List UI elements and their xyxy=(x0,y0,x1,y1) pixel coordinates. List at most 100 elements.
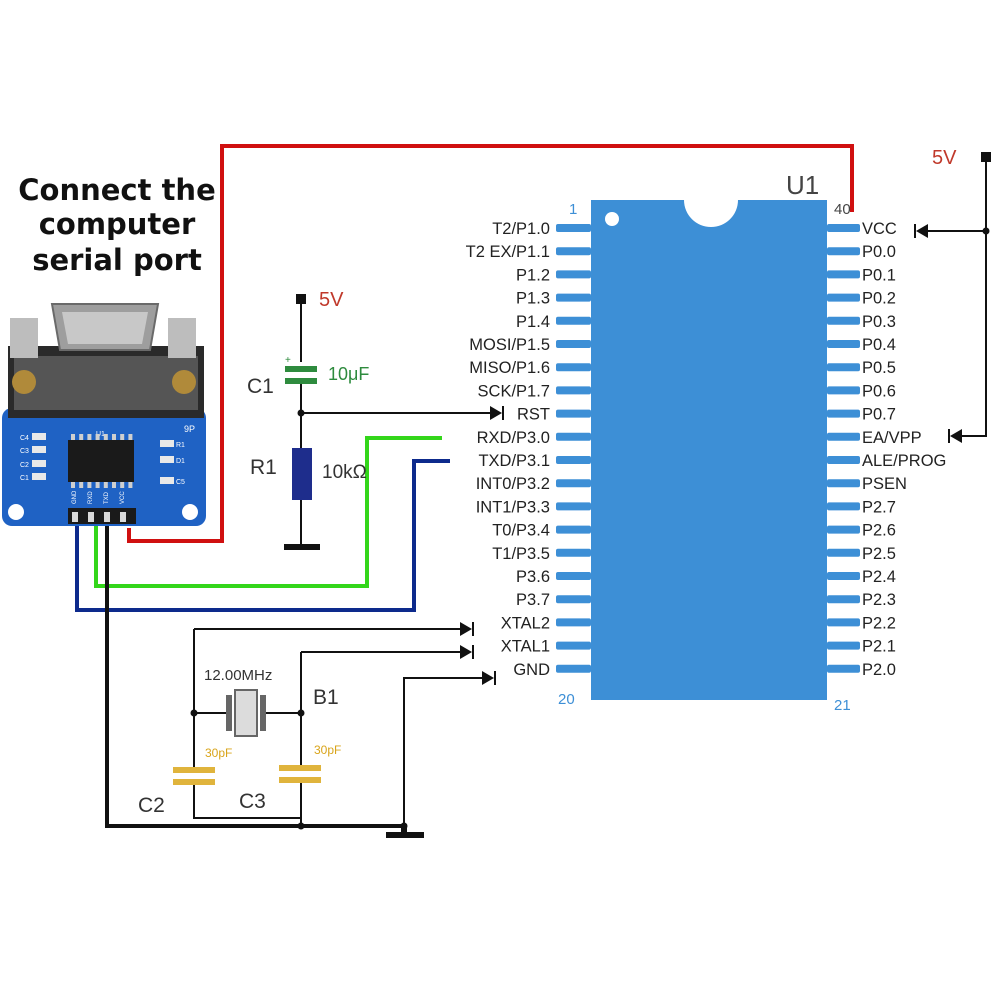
db9-nut xyxy=(172,370,196,394)
pin-arrows xyxy=(460,224,962,685)
arrow-right-icon xyxy=(460,645,472,659)
module-ic-label: U1 xyxy=(96,431,105,438)
pin-label-right: P2.2 xyxy=(862,614,896,632)
junction-dot xyxy=(297,822,305,830)
crystal-body xyxy=(234,689,258,737)
chip-ref: U1 xyxy=(786,170,819,200)
junction-dot xyxy=(297,709,305,717)
crystal-b1 xyxy=(226,689,266,737)
pin-label-left: MOSI/P1.5 xyxy=(469,336,550,354)
c3-plate xyxy=(279,777,321,783)
pin-pad-right xyxy=(827,502,860,511)
pin-pad-left xyxy=(556,316,591,325)
pin-pad-left xyxy=(556,595,591,604)
header-pin xyxy=(72,512,78,522)
arrow-left-icon xyxy=(950,429,962,443)
module-silk-label: C5 xyxy=(176,479,185,486)
power-terminal-right xyxy=(981,152,991,162)
pin-label-right: P2.1 xyxy=(862,638,896,656)
module-ic-pin xyxy=(95,434,100,440)
crystal-value: 12.00MHz xyxy=(204,667,272,684)
junction-dot xyxy=(297,409,305,417)
db9-screw-post xyxy=(168,318,196,358)
c1-polarity-mark: + xyxy=(285,355,291,366)
mount-hole xyxy=(182,504,198,520)
pin-label-right: P2.3 xyxy=(862,591,896,609)
module-ic-pin xyxy=(128,482,133,488)
pin-label-left: P1.2 xyxy=(516,266,550,284)
crystal-plate xyxy=(226,695,232,731)
pin-label-left: INT1/P3.3 xyxy=(476,498,550,516)
junction-dot xyxy=(190,709,198,717)
pin-header xyxy=(68,508,136,524)
pin-label-left: INT0/P3.2 xyxy=(476,475,550,493)
pin-label-left: GND xyxy=(513,661,550,679)
pin-pad-left xyxy=(556,386,591,395)
resistor-r1 xyxy=(292,448,312,500)
capacitor-c3 xyxy=(279,765,321,783)
pin-pad-right xyxy=(827,270,860,279)
r1-ref: R1 xyxy=(250,456,277,479)
pin-label-right: P2.6 xyxy=(862,522,896,540)
pin-pad-left xyxy=(556,409,591,418)
gnd-pin-wire xyxy=(403,677,482,826)
pin-label-right: ALE/PROG xyxy=(862,452,946,470)
crystal-plate xyxy=(260,695,266,731)
pin-pad-left xyxy=(556,270,591,279)
pin-bottom-right-number: 21 xyxy=(834,697,851,714)
header-pin-label: TXD xyxy=(104,491,110,504)
crystal-ref: B1 xyxy=(313,686,339,709)
power-terminal-left xyxy=(296,294,306,304)
header-pin-label: VCC xyxy=(120,491,126,504)
pin-bottom-left-number: 20 xyxy=(558,691,575,708)
c1-ref: C1 xyxy=(247,375,274,398)
pin1-dot xyxy=(605,212,619,226)
pin-pad-left xyxy=(556,548,591,557)
pin-label-right: P0.4 xyxy=(862,336,896,354)
pin-last-number: 40 xyxy=(834,201,851,218)
pin-pad-left xyxy=(556,340,591,348)
arrow-bar xyxy=(494,671,496,685)
txd-wire xyxy=(75,459,450,612)
module-ic-pin xyxy=(79,434,84,440)
capacitor-c1: + xyxy=(285,355,317,384)
arrow-bar xyxy=(472,622,474,636)
pin-pad-right xyxy=(827,340,860,348)
pin-label-right: P0.7 xyxy=(862,406,896,424)
pin-label-left: XTAL1 xyxy=(501,638,550,656)
pin-label-left: P1.3 xyxy=(516,290,550,308)
c3-ref: C3 xyxy=(239,790,266,813)
pin-label-right: P2.7 xyxy=(862,498,896,516)
module-silk-label: D1 xyxy=(176,458,185,465)
pin-pad-left xyxy=(556,479,591,488)
pin-label-right: P2.5 xyxy=(862,545,896,563)
pin-label-left: P1.4 xyxy=(516,313,550,331)
module-silk-label: C4 xyxy=(20,435,29,442)
module-ic-pin xyxy=(128,434,133,440)
vcc-right-rail xyxy=(962,162,987,437)
pin-pad-left xyxy=(556,618,591,627)
pin-pad-right xyxy=(827,525,860,534)
module-ic-pin xyxy=(79,482,84,488)
pin-pad-right xyxy=(827,548,860,557)
pin-label-left: T2 EX/P1.1 xyxy=(466,243,550,261)
module-silk-label: C2 xyxy=(20,462,29,469)
pin-label-left: TXD/P3.1 xyxy=(478,452,550,470)
module-ic-pin xyxy=(95,482,100,488)
pin-label-left: P3.6 xyxy=(516,568,550,586)
module-smd-part xyxy=(160,440,174,447)
heading-line: serial port xyxy=(32,243,202,277)
module-connector-label: 9P xyxy=(184,424,195,434)
module-silk-label: C1 xyxy=(20,475,29,482)
db9-nut xyxy=(12,370,36,394)
pin-label-left: RST xyxy=(517,406,550,424)
arrow-bar xyxy=(472,645,474,659)
pin-label-right: P2.0 xyxy=(862,661,896,679)
pin-pad-left xyxy=(556,456,591,464)
pin-label-left: T2/P1.0 xyxy=(492,220,550,238)
pin-first-number: 1 xyxy=(569,201,577,218)
pin-label-right: P0.2 xyxy=(862,290,896,308)
pin-label-left: XTAL2 xyxy=(501,614,550,632)
